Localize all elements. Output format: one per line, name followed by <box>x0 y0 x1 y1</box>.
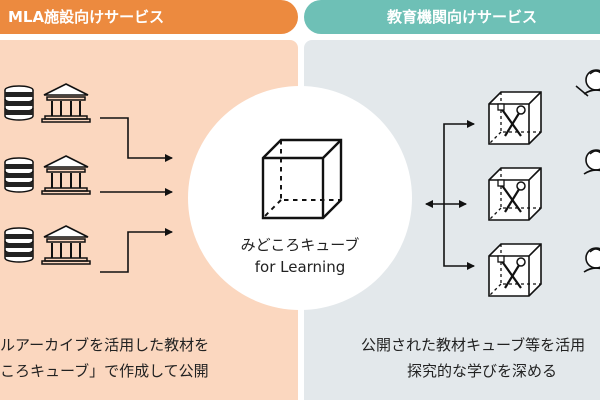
tools-cube-icon <box>489 92 541 144</box>
mla-header-label: MLA施設向けサービス <box>8 8 165 26</box>
education-header: 教育機関向けサービス <box>304 0 600 34</box>
right-caption-line1: 公開された教材キューブ等を活用 <box>361 336 586 354</box>
center-title-en: for Learning <box>254 258 346 276</box>
education-header-label: 教育機関向けサービス <box>386 8 537 26</box>
database-icon <box>4 85 34 121</box>
museum-building-icon <box>41 225 91 265</box>
cube-icon <box>261 138 343 220</box>
person-icon <box>583 69 600 95</box>
mla-header: MLA施設向けサービス <box>0 0 298 34</box>
left-caption-line1: ルアーカイブを活用した教材を <box>0 336 210 354</box>
arrow-icon <box>443 120 475 204</box>
center-title-jp: みどころキューブ <box>240 236 360 254</box>
right-caption-line2: 探究的な学びを深める <box>407 362 558 380</box>
database-icon <box>4 227 34 263</box>
database-icon <box>4 157 34 193</box>
tools-cube-icon <box>489 168 541 220</box>
tools-cube-icon <box>489 244 541 296</box>
person-icon <box>575 85 589 97</box>
arrow-icon <box>443 204 475 270</box>
person-icon <box>583 247 600 273</box>
museum-building-icon <box>41 155 91 195</box>
left-caption-line2: ころキューブ」で作成して公開 <box>0 362 209 380</box>
arrow-icon <box>100 117 173 162</box>
arrow-icon <box>100 228 173 273</box>
person-icon <box>583 149 600 175</box>
museum-building-icon <box>41 83 91 123</box>
